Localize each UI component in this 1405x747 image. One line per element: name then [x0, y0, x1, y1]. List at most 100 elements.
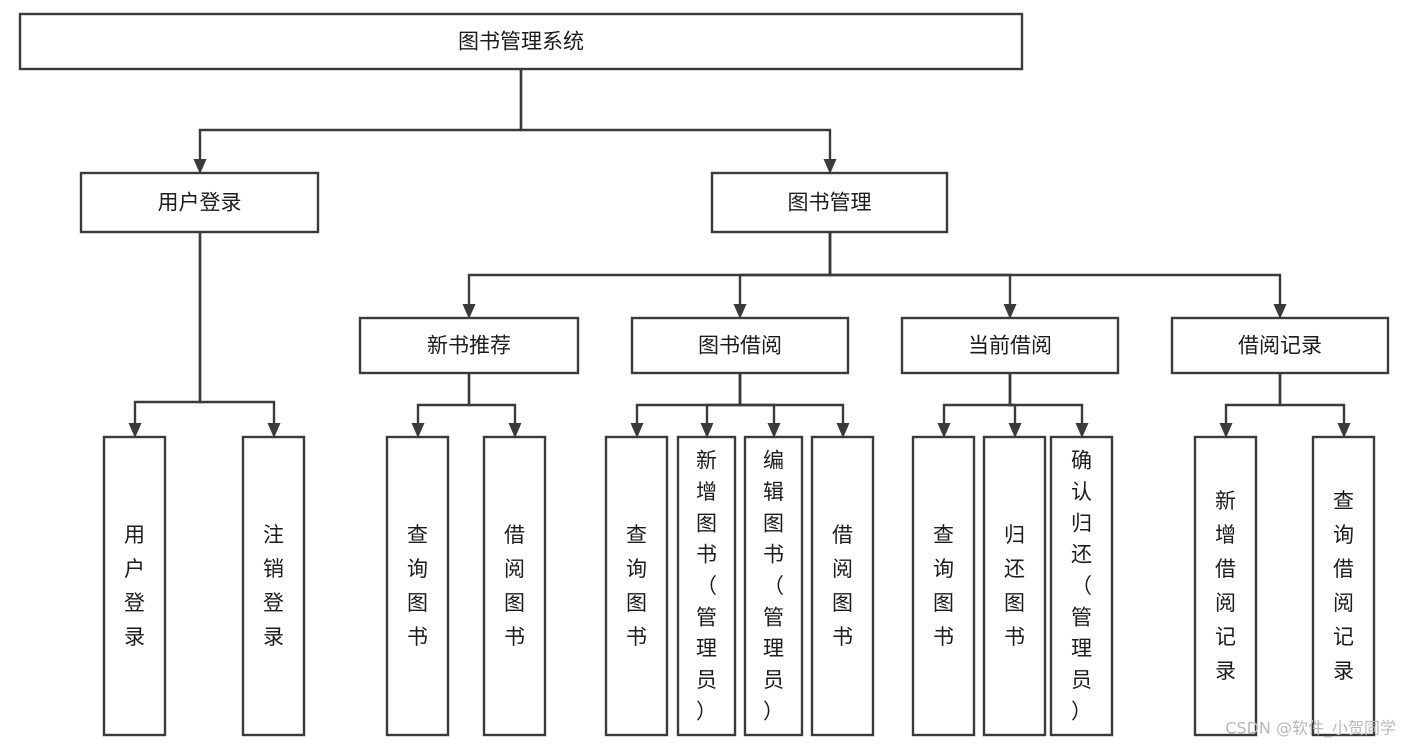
node-box	[18, 12, 1024, 71]
node-leaf-query-book-borrow[interactable]: 查询图书	[604, 435, 669, 737]
node-label: 归还图书	[1004, 523, 1025, 649]
node-label: 确认归还（管理员）	[1071, 449, 1092, 724]
arrow-head-icon	[1075, 423, 1089, 438]
node-label: 查询借阅记录	[1333, 489, 1354, 683]
node-label: 当前借阅	[968, 334, 1052, 358]
node-box	[710, 171, 949, 234]
connector-edge-nbr-leaf1	[411, 373, 471, 438]
connector-line	[828, 232, 1012, 307]
node-label: 用户登录	[158, 191, 242, 215]
node-leaf-user-login[interactable]: 用户登录	[102, 435, 167, 737]
node-box	[982, 435, 1047, 737]
arrow-head-icon	[836, 423, 850, 438]
node-box	[482, 435, 547, 737]
node-box	[911, 435, 976, 737]
connector-line	[198, 232, 276, 426]
connector-line	[705, 373, 742, 426]
connector-edge-root-book-manage	[519, 69, 837, 174]
node-label: 图书管理	[788, 191, 872, 215]
arrow-head-icon	[700, 423, 714, 438]
arrow-head-icon	[937, 423, 951, 438]
node-leaf-query-book-current[interactable]: 查询图书	[911, 435, 976, 737]
node-box	[810, 435, 875, 737]
node-label: 借阅记录	[1238, 334, 1322, 358]
node-box	[1049, 435, 1114, 737]
arrow-head-icon	[462, 304, 476, 319]
node-user-login[interactable]: 用户登录	[79, 171, 320, 234]
node-borrow-record[interactable]: 借阅记录	[1170, 316, 1390, 375]
node-leaf-query-borrow-record[interactable]: 查询借阅记录	[1311, 435, 1376, 737]
node-leaf-edit-book-admin[interactable]: 编辑图书（管理员）	[743, 435, 804, 737]
connector-edge-ul-leaf1	[128, 232, 202, 438]
connector-line	[738, 232, 832, 307]
node-leaf-logout[interactable]: 注销登录	[241, 435, 306, 737]
node-layer: 图书管理系统用户登录图书管理新书推荐图书借阅当前借阅借阅记录用户登录注销登录查询…	[18, 12, 1390, 737]
arrow-head-icon	[630, 423, 644, 438]
arrow-head-icon	[767, 423, 781, 438]
connector-line	[133, 232, 202, 426]
connector-line	[635, 373, 742, 426]
node-label: 图书借阅	[698, 334, 782, 358]
node-box	[676, 435, 737, 737]
node-box	[1311, 435, 1376, 737]
node-label: 用户登录	[124, 523, 145, 649]
arrow-head-icon	[823, 159, 837, 174]
node-book-borrow[interactable]: 图书借阅	[630, 316, 850, 375]
node-leaf-return-book[interactable]: 归还图书	[982, 435, 1047, 737]
arrow-head-icon	[128, 423, 142, 438]
node-leaf-add-borrow-record[interactable]: 新增借阅记录	[1193, 435, 1258, 737]
connector-line	[942, 373, 1012, 426]
node-label: 图书管理系统	[458, 30, 584, 54]
node-current-borrow[interactable]: 当前借阅	[900, 316, 1120, 375]
connector-line	[519, 69, 832, 162]
connector-line	[467, 373, 517, 426]
node-label: 新增图书（管理员）	[696, 449, 717, 724]
node-box	[102, 435, 167, 737]
connector-line	[1224, 373, 1282, 426]
connector-edge-br-leaf2	[1278, 373, 1351, 438]
connector-edge-br-leaf1	[1219, 373, 1282, 438]
node-leaf-borrow-book[interactable]: 借阅图书	[810, 435, 875, 737]
node-leaf-add-book-admin[interactable]: 新增图书（管理员）	[676, 435, 737, 737]
node-new-book-recommend[interactable]: 新书推荐	[358, 316, 580, 375]
arrow-head-icon	[411, 423, 425, 438]
arrow-head-icon	[508, 423, 522, 438]
node-box	[1193, 435, 1258, 737]
connector-line	[467, 232, 832, 307]
node-leaf-query-book-recommend[interactable]: 查询图书	[385, 435, 450, 737]
connector-line	[1008, 373, 1084, 426]
arrow-head-icon	[1337, 423, 1351, 438]
connector-line	[1278, 373, 1346, 426]
node-leaf-confirm-return-admin[interactable]: 确认归还（管理员）	[1049, 435, 1114, 737]
connector-line	[416, 373, 471, 426]
csdn-watermark: CSDN @软件_小贺同学	[1225, 719, 1396, 739]
node-label: 借阅图书	[504, 523, 525, 649]
connector-edge-nbr-leaf2	[467, 373, 522, 438]
connector-edge-cb-leaf3	[1008, 373, 1089, 438]
node-leaf-borrow-book-recommend[interactable]: 借阅图书	[482, 435, 547, 737]
arrow-head-icon	[193, 159, 207, 174]
arrow-head-icon	[1273, 304, 1287, 319]
node-box	[358, 316, 580, 375]
node-box	[630, 316, 850, 375]
node-root[interactable]: 图书管理系统	[18, 12, 1024, 71]
connector-edge-bb-leaf4	[738, 373, 850, 438]
node-box	[1170, 316, 1390, 375]
connector-line	[738, 373, 845, 426]
node-box	[79, 171, 320, 234]
node-label: 新书推荐	[427, 334, 511, 358]
node-box	[900, 316, 1120, 375]
arrow-head-icon	[1008, 423, 1022, 438]
node-label: 借阅图书	[832, 523, 853, 649]
arrow-head-icon	[733, 304, 747, 319]
connector-line	[738, 373, 776, 426]
node-label: 查询图书	[407, 523, 428, 649]
node-label: 新增借阅记录	[1215, 489, 1236, 683]
node-label: 查询图书	[626, 523, 647, 649]
connector-edge-root-user-login	[193, 69, 523, 174]
node-box	[604, 435, 669, 737]
node-book-manage[interactable]: 图书管理	[710, 171, 949, 234]
node-label: 注销登录	[263, 523, 284, 649]
